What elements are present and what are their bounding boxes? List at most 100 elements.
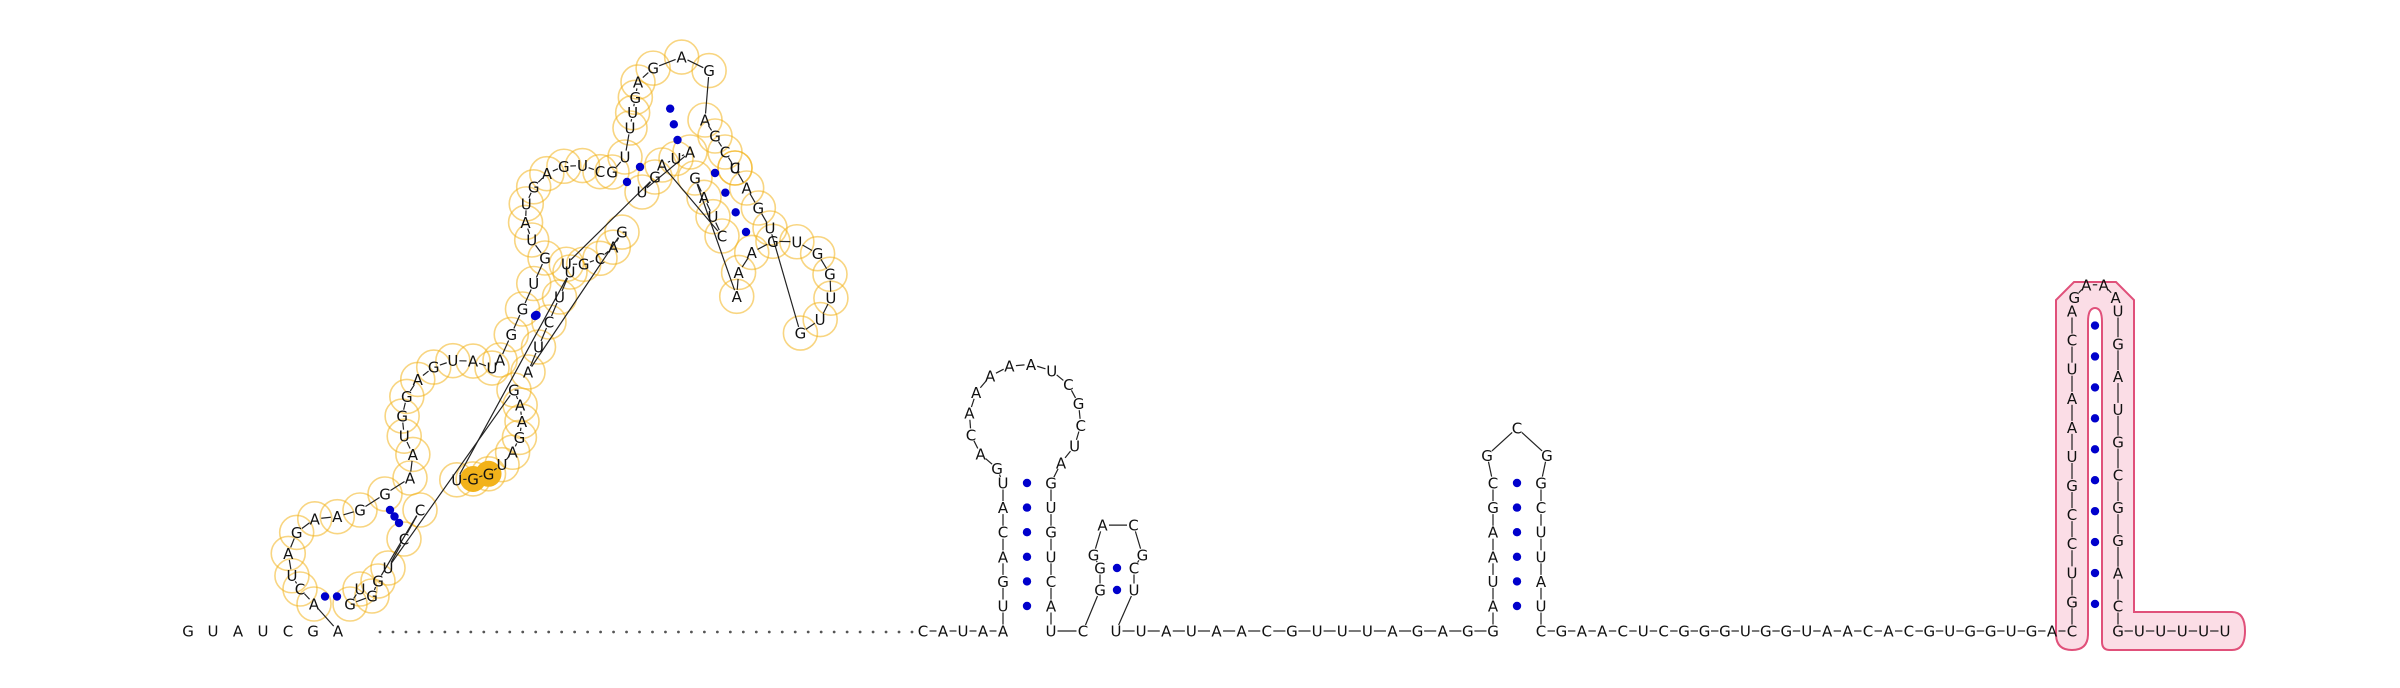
nucleotide: A xyxy=(405,470,416,488)
nucleotide: A xyxy=(1046,598,1057,616)
left-domain-link xyxy=(646,155,686,189)
gap-dot xyxy=(378,630,382,634)
nucleotide: G xyxy=(2069,289,2081,307)
orange-domain-outline xyxy=(546,148,582,185)
orange-domain-outline xyxy=(582,240,618,277)
nucleotide: G xyxy=(2026,623,2038,641)
left-domain-link xyxy=(321,516,331,519)
hairpin2-link xyxy=(1015,364,1025,367)
nucleotide: G xyxy=(2112,434,2124,452)
hairpin2-link xyxy=(1064,450,1071,459)
nucleotide: G xyxy=(1088,546,1100,564)
orange-domain-outline xyxy=(455,343,491,379)
base-pair-dot xyxy=(532,310,541,320)
nucleotide: A xyxy=(2113,565,2124,583)
gap-dot xyxy=(651,630,654,634)
nucleotide: C xyxy=(720,144,730,162)
orange-domain-outline xyxy=(695,198,731,235)
nucleotide: G xyxy=(1487,499,1499,517)
nucleotide: A xyxy=(523,364,534,382)
orange-domain-outline xyxy=(740,190,777,226)
nucleotide: A xyxy=(938,623,949,641)
nucleotide: U xyxy=(825,290,836,308)
hairpin3-link xyxy=(1095,560,1098,563)
orange-domain-outline xyxy=(296,501,333,537)
nucleotide: C xyxy=(2113,466,2123,484)
nucleotide: C xyxy=(1262,623,1272,641)
left-domain-link xyxy=(402,422,405,430)
nucleotide: G xyxy=(1487,623,1499,641)
left-domain-link xyxy=(535,244,542,254)
base-pair-dot xyxy=(721,188,730,197)
nucleotide: U xyxy=(554,289,565,307)
nucleotide: C xyxy=(1904,623,1914,641)
nucleotide: A xyxy=(998,548,1009,566)
nucleotide: G xyxy=(606,164,618,182)
hairpin2-link xyxy=(1037,365,1046,370)
orange-domain-outline xyxy=(493,316,530,353)
left-domain-link xyxy=(706,202,711,212)
gap-dot xyxy=(702,630,706,634)
gap-dot xyxy=(819,630,823,634)
orange-domain-outline xyxy=(278,514,315,551)
nucleotide: U xyxy=(1046,362,1057,380)
gap-dot xyxy=(456,630,460,634)
left-domain-link xyxy=(380,515,418,576)
nucleotide: A xyxy=(971,384,982,402)
backbone-links xyxy=(288,58,2219,632)
nucleotide: U xyxy=(1069,438,1080,456)
left-domain-link xyxy=(519,427,522,432)
nucleotide: U xyxy=(1046,623,1057,641)
gap-dot xyxy=(806,630,810,634)
left-domain-link xyxy=(493,467,498,471)
nucleotide: U xyxy=(565,264,576,282)
base-pair-dot xyxy=(1022,503,1032,512)
nucleotide: U xyxy=(528,275,539,293)
hairpin4-link xyxy=(1491,431,1513,452)
left-domain-link xyxy=(353,594,357,599)
orange-domain-outline xyxy=(677,160,713,196)
nucleotide: A xyxy=(1597,623,1608,641)
nucleotide: G xyxy=(379,486,391,504)
nucleotide: C xyxy=(595,163,605,181)
nucleotide: C xyxy=(1488,475,1498,493)
nucleotide: A xyxy=(1026,356,1037,374)
hairpin2-link xyxy=(979,380,987,389)
nucleotide: G xyxy=(291,524,303,542)
nucleotide: U xyxy=(1944,623,1955,641)
orange-domain-outline xyxy=(691,52,727,89)
nucleotide: A xyxy=(657,157,668,175)
base-pair-dot xyxy=(1022,552,1032,561)
nucleotide: C xyxy=(1078,623,1088,641)
nucleotide: G xyxy=(767,233,779,251)
orange-domain-outline xyxy=(296,586,332,622)
nucleotide: U xyxy=(1638,623,1649,641)
left-domain-link xyxy=(561,277,569,292)
orange-domain-outline xyxy=(720,254,757,291)
nucleotide: G xyxy=(1094,560,1106,578)
nucleotide: A xyxy=(1883,623,1894,641)
nucleotide: G xyxy=(709,128,721,146)
nucleotide: C xyxy=(1618,623,1628,641)
nucleotide: U xyxy=(671,150,682,168)
nucleotide: G xyxy=(505,326,517,344)
nucleotide: G xyxy=(997,573,1009,591)
orange-domain-outline xyxy=(813,280,849,316)
nucleotide: G xyxy=(2112,499,2124,517)
nucleotide: A xyxy=(998,499,1009,517)
hairpin2-link xyxy=(969,419,972,429)
base-pair-dot xyxy=(2090,352,2100,361)
nucleotide: A xyxy=(1387,623,1398,641)
nucleotide: U xyxy=(2067,448,2078,466)
base-pair-dot xyxy=(1512,503,1522,512)
nucleotide: U xyxy=(958,623,969,641)
nucleotide: A xyxy=(1211,623,1222,641)
nucleotide: G xyxy=(824,266,836,284)
nucleotide: U xyxy=(451,471,462,489)
orange-domain-outline xyxy=(386,521,422,557)
nucleotide: G xyxy=(1556,623,1568,641)
orange-domain-outline xyxy=(672,134,708,170)
left-domain-link xyxy=(531,237,619,367)
base-pair-dot xyxy=(1022,528,1032,537)
gap-dot xyxy=(599,630,602,634)
